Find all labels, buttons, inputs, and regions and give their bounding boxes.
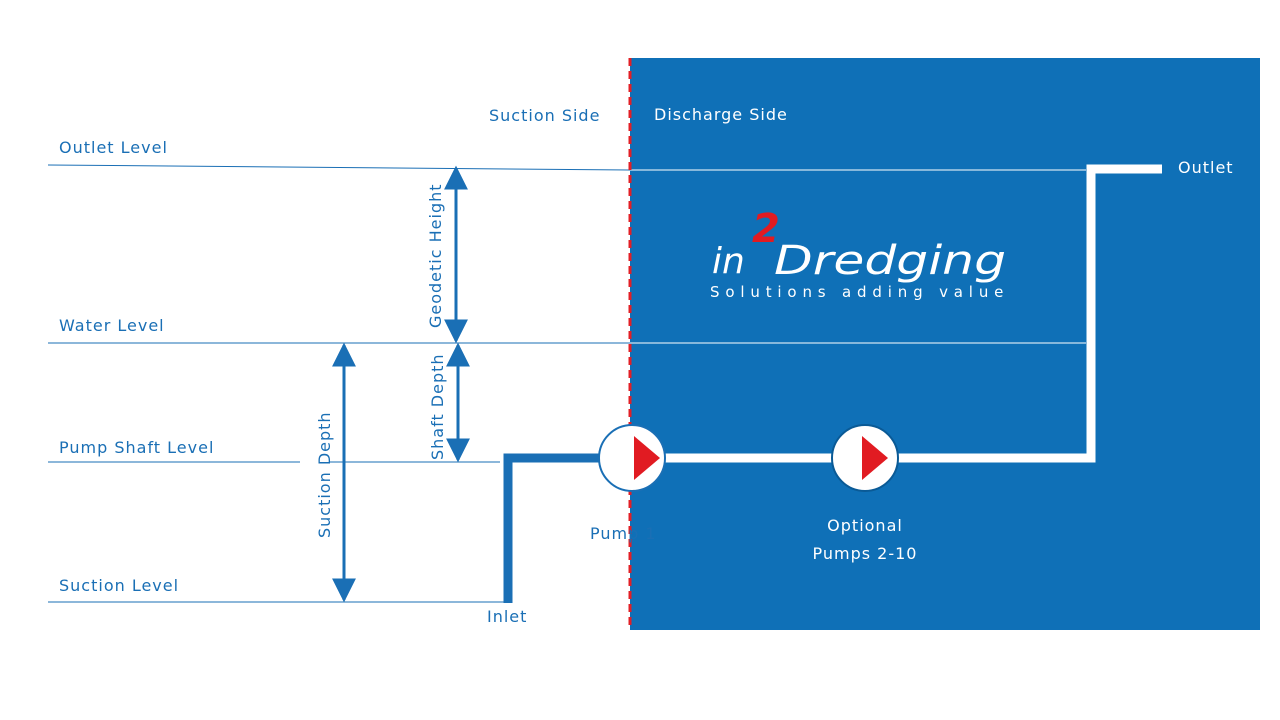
outlet-level-line	[47, 164, 631, 171]
discharge-side-label: Discharge Side	[654, 105, 788, 124]
suction-pipe	[503, 453, 612, 603]
water-level-label: Water Level	[59, 316, 165, 335]
suction-level-label: Suction Level	[59, 576, 179, 595]
inlet-label: Inlet	[487, 607, 527, 626]
brand-superscript: 2	[752, 206, 780, 252]
geodetic-height-label: Geodetic Height	[426, 183, 445, 328]
brand-name: Dredging	[774, 238, 1006, 284]
brand-tagline: Solutions adding value	[710, 283, 1008, 301]
optional-pump-icon	[831, 424, 899, 492]
optional-pumps-label-line2: Pumps 2-10	[813, 544, 918, 563]
shaft-depth-label: Shaft Depth	[428, 353, 447, 460]
pump-1-label: Pump 1	[590, 524, 657, 543]
pump-shaft-level-label: Pump Shaft Level	[59, 438, 214, 457]
brand-logo: in 2 Dredging Solutions adding value	[710, 206, 1008, 301]
suction-side-label: Suction Side	[489, 106, 600, 125]
optional-pumps-label-line1: Optional	[827, 516, 903, 535]
outlet-level-label: Outlet Level	[59, 138, 168, 157]
discharge-panel	[630, 58, 1260, 630]
brand-prefix: in	[712, 241, 745, 282]
suction-depth-label: Suction Depth	[315, 411, 334, 538]
pump-1-icon	[598, 424, 666, 492]
outlet-label: Outlet	[1178, 158, 1234, 177]
